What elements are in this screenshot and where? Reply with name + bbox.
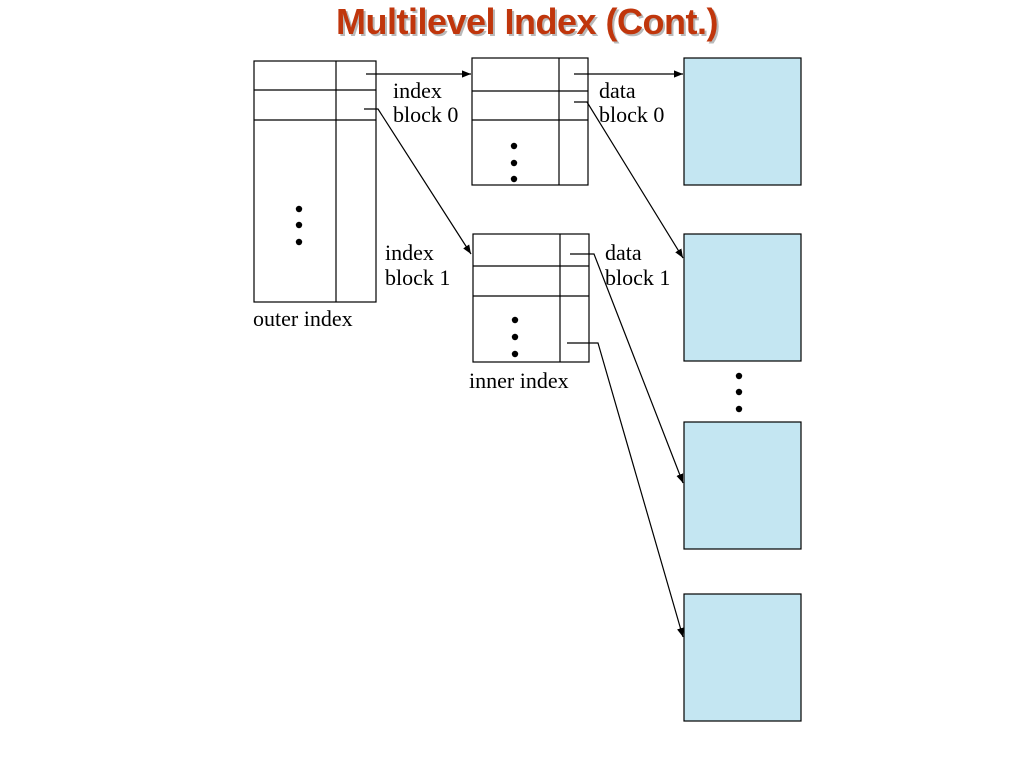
inner-index-label: inner index: [469, 368, 569, 393]
pointer-arrows: [364, 70, 684, 638]
data-block-1-label-line2: block 1: [605, 265, 670, 290]
arrow-index1-to-data-block-3: [567, 342, 684, 638]
arrow-index0-to-data-block-1: [574, 101, 684, 259]
data-block-2: [683, 421, 802, 550]
data-blocks-ellipsis: [735, 372, 743, 413]
outer-index-label: outer index: [253, 306, 353, 331]
slide-title: Multilevel Index (Cont.): [335, 1, 719, 42]
index-block-0-label-line1: index: [393, 78, 442, 103]
data-block-0-label-line2: block 0: [599, 102, 664, 127]
data-block-0-label-line1: data: [599, 78, 636, 103]
data-block-0: [683, 57, 802, 186]
data-block-3: [683, 593, 802, 722]
data-block-1: [683, 233, 802, 362]
index-block-0: [471, 57, 589, 186]
index-block-1-ellipsis: [511, 316, 519, 358]
outer-index-ellipsis: [295, 205, 303, 246]
index-block-1: [472, 233, 590, 363]
arrow-outer-to-index-block-1: [364, 108, 472, 255]
outer-index-block: [253, 60, 377, 303]
index-block-1-label-line2: block 1: [385, 265, 450, 290]
data-block-1-label-line1: data: [605, 240, 642, 265]
index-block-1-label-line1: index: [385, 240, 434, 265]
arrow-index1-to-data-block-2: [570, 253, 684, 484]
index-block-0-ellipsis: [510, 142, 518, 183]
index-block-0-label-line2: block 0: [393, 102, 458, 127]
